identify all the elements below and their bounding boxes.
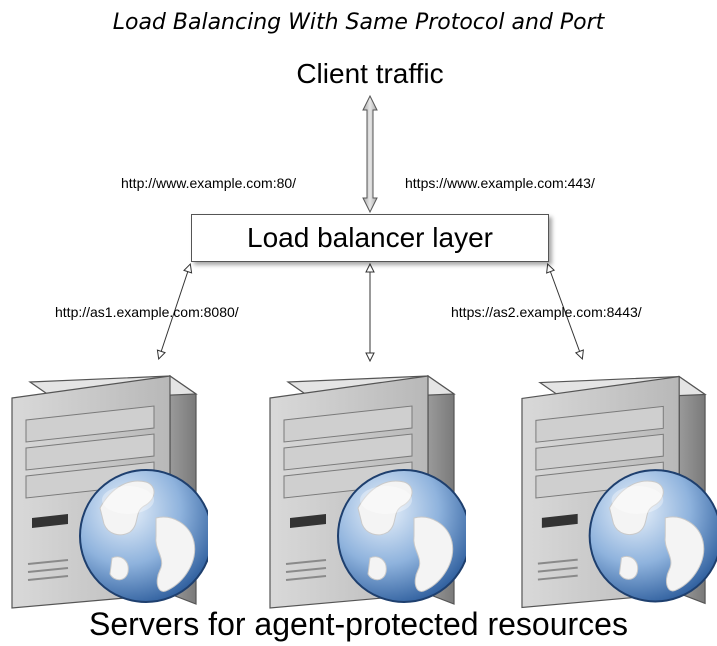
web-server-icon [269,375,466,609]
client-balancer-arrow [362,94,378,214]
load-balancer-box: Load balancer layer [191,214,549,262]
backend-url-right: https://as2.example.com:8443/ [451,304,642,320]
web-server-icon [520,375,717,609]
web-server-icon [11,375,208,609]
client-traffic-label: Client traffic [296,58,444,89]
balancer-server3-link [548,265,582,358]
load-balancer-label: Load balancer layer [247,222,493,253]
front-url-right: https://www.example.com:443/ [405,175,595,191]
diagram-title: Load Balancing With Same Protocol and Po… [112,10,605,35]
servers-caption: Servers for agent-protected resources [89,606,628,642]
front-url-left: http://www.example.com:80/ [121,175,297,191]
balancer-server1-link [159,265,190,358]
backend-url-left: http://as1.example.com:8080/ [55,304,239,320]
